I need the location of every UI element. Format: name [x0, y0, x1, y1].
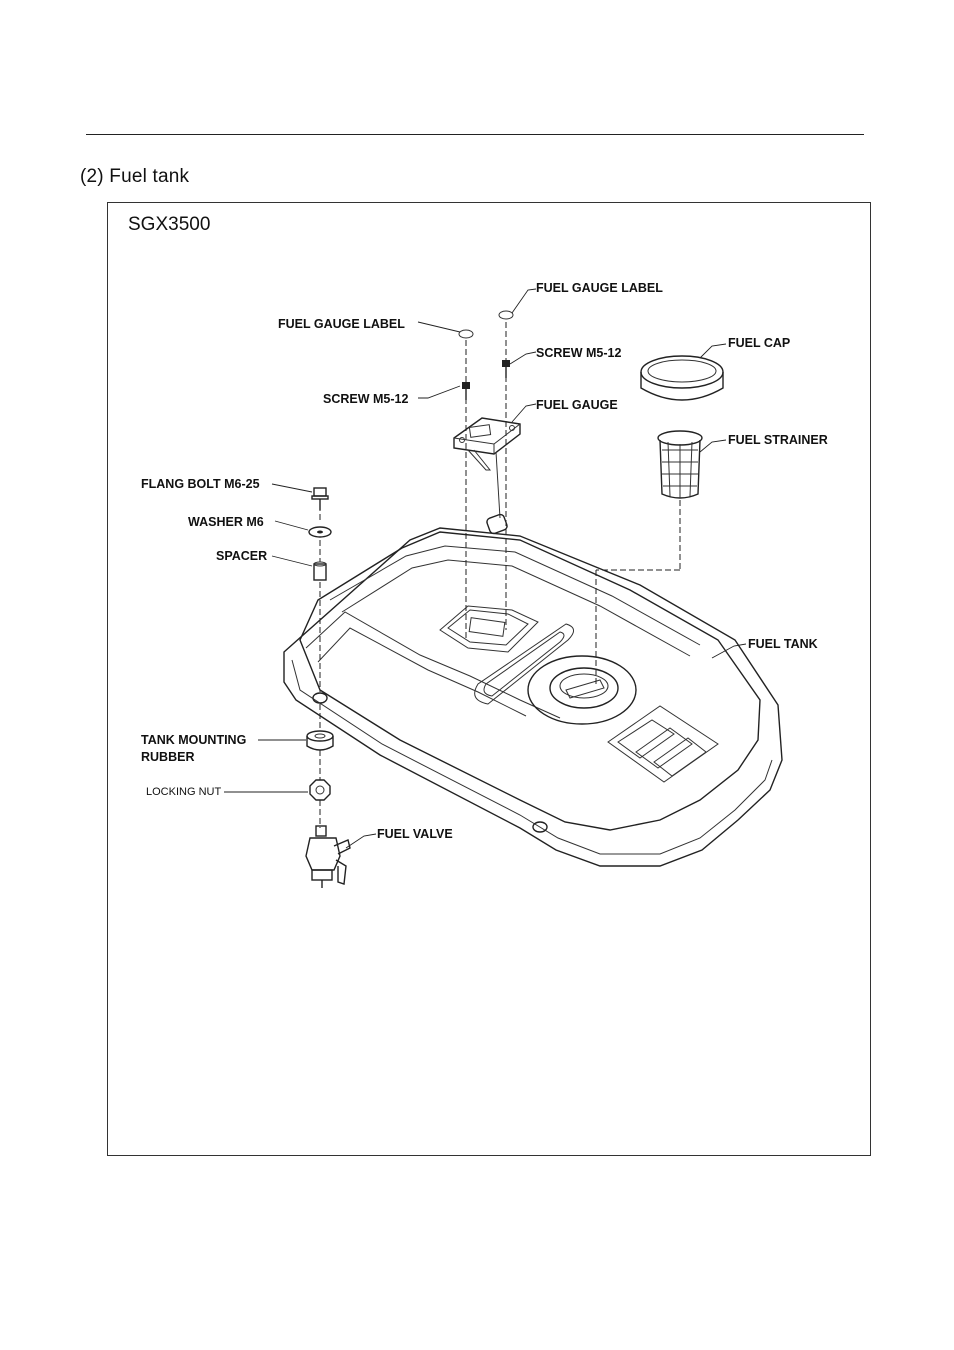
fuel-gauge-part: [453, 417, 521, 535]
label-fuel-cap: FUEL CAP: [728, 336, 790, 350]
header-rule: [86, 134, 864, 135]
assembly-lines: [319, 322, 681, 828]
fuel-strainer-part: [657, 430, 703, 499]
fuel-cap-part: [640, 355, 724, 401]
label-fuel-strainer: FUEL STRAINER: [728, 433, 828, 447]
tank-mounting-rubber-part: [306, 730, 334, 751]
leader-lines: [224, 288, 747, 849]
label-fuel-gauge-label-right: FUEL GAUGE LABEL: [536, 281, 663, 295]
label-fuel-gauge: FUEL GAUGE: [536, 398, 618, 412]
label-tank-mounting-1: TANK MOUNTING: [141, 733, 246, 747]
washer-part: [308, 526, 332, 538]
flang-bolt-part: [311, 487, 329, 510]
label-spacer: SPACER: [216, 549, 267, 563]
diagram-frame: [107, 202, 871, 1156]
model-name: SGX3500: [128, 214, 211, 235]
label-locking-nut: LOCKING NUT: [146, 786, 221, 798]
fuel-gauge-label-right-part: [498, 310, 514, 320]
label-flang-bolt: FLANG BOLT M6-25: [141, 477, 260, 491]
fuel-tank-drawing: [283, 527, 783, 867]
locking-nut-part: [309, 779, 331, 801]
label-screw-right: SCREW M5-12: [536, 346, 621, 360]
label-tank-mounting-2: RUBBER: [141, 750, 194, 764]
label-fuel-valve: FUEL VALVE: [377, 827, 453, 841]
screw-left-part: [462, 382, 470, 400]
label-fuel-gauge-label-left: FUEL GAUGE LABEL: [278, 317, 405, 331]
label-washer: WASHER M6: [188, 515, 264, 529]
label-fuel-tank: FUEL TANK: [748, 637, 818, 651]
label-screw-left: SCREW M5-12: [323, 392, 408, 406]
section-title: (2) Fuel tank: [80, 166, 190, 187]
fuel-valve-part: [305, 825, 351, 888]
screw-right-part: [502, 360, 510, 378]
spacer-part: [313, 561, 327, 581]
fuel-gauge-label-left-part: [458, 329, 474, 339]
